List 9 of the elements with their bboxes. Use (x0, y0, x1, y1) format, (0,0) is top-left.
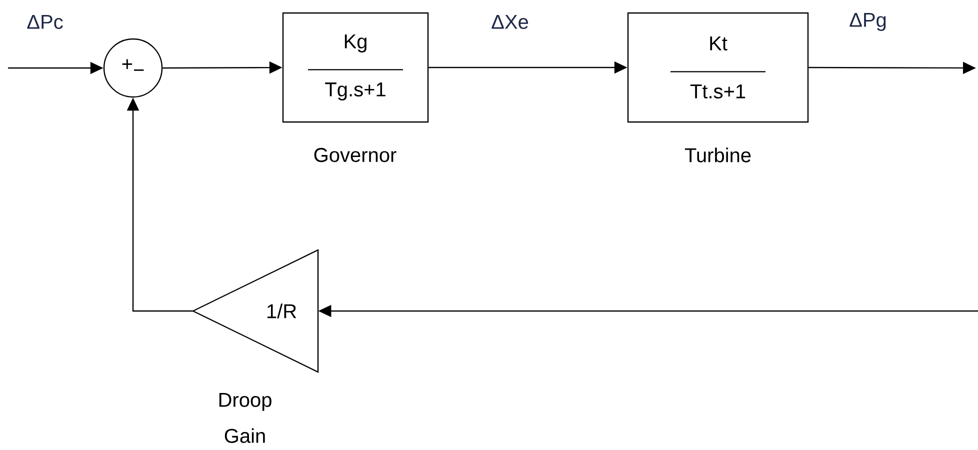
signal-label: ΔPg (850, 13, 886, 31)
signal-label: ΔPc (27, 15, 63, 29)
block-caption: Droop Gain (219, 393, 272, 443)
block-caption: Governor (314, 148, 396, 162)
summing-junction: + − (103, 38, 163, 98)
transfer-function-block: Kt Tt.s+1 (627, 12, 809, 123)
signal-label: ΔXe (492, 15, 528, 29)
block-caption: Turbine (684, 148, 751, 162)
transfer-function-block: Kg Tg.s+1 (282, 12, 429, 123)
